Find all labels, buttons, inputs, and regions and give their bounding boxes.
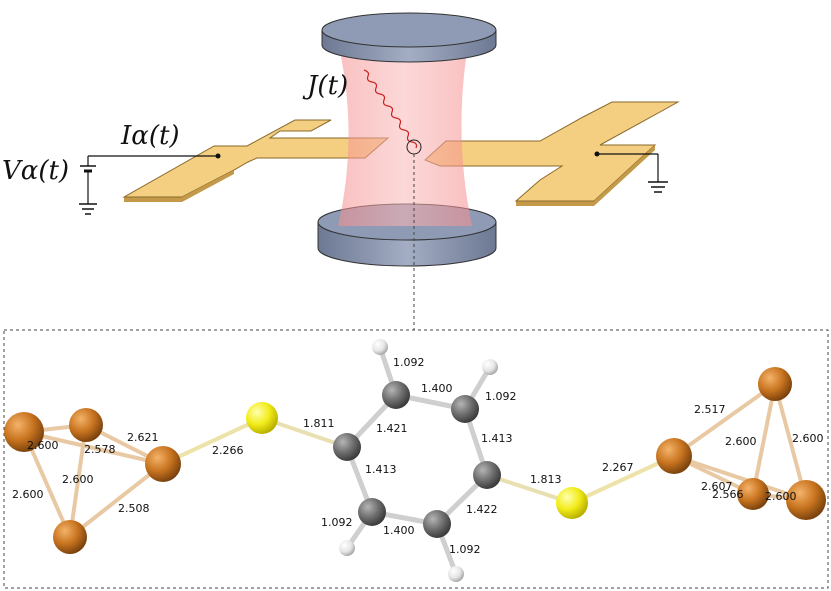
ground-icon — [594, 151, 668, 193]
hydrogen-atom — [372, 339, 388, 355]
bond-length: 1.813 — [530, 473, 562, 486]
copper-atom — [4, 412, 44, 452]
bond-length: 2.607 — [701, 480, 733, 493]
copper-atom — [786, 480, 826, 520]
bond-length: 2.508 — [118, 502, 150, 515]
bond-length: 1.092 — [449, 543, 481, 556]
voltage-source — [79, 153, 221, 215]
carbon-atom — [473, 461, 501, 489]
bond-length: 2.578 — [84, 443, 116, 456]
bond-length: 2.600 — [765, 490, 797, 503]
bond-length: 1.092 — [393, 356, 425, 369]
bond-length: 2.621 — [127, 431, 159, 444]
copper-atom — [737, 478, 769, 510]
bond-length: 1.421 — [376, 422, 408, 435]
photon-wave-icon — [363, 69, 418, 149]
hydrogen-atom — [482, 359, 498, 375]
copper-atom — [758, 367, 792, 401]
copper-atom — [656, 438, 692, 474]
molecule-zoom-box — [3, 329, 829, 589]
bond-length: 2.267 — [602, 461, 634, 474]
bond-length: 2.600 — [792, 432, 824, 445]
hydrogen-atom — [339, 540, 355, 556]
bond-length: 1.413 — [365, 463, 397, 476]
bond-length: 1.413 — [481, 432, 513, 445]
carbon-atom — [333, 433, 361, 461]
bond-length: 1.092 — [321, 516, 353, 529]
current-label: Iα(t) — [120, 121, 180, 151]
bond-length: 1.400 — [383, 524, 415, 537]
bond-length: 2.266 — [212, 444, 244, 457]
carbon-atom — [451, 395, 479, 423]
bond-length: 2.566 — [712, 488, 744, 501]
hydrogen-atom — [448, 566, 464, 582]
coupling-label: J(t) — [302, 71, 348, 101]
copper-atom — [69, 408, 103, 442]
copper-atom — [145, 446, 181, 482]
bond-length: 1.400 — [421, 382, 453, 395]
sulfur-atom — [556, 487, 588, 519]
bond-length: 2.600 — [725, 435, 757, 448]
left-electrode — [122, 119, 390, 202]
bond-length: 2.600 — [27, 439, 59, 452]
right-electrode — [424, 101, 680, 206]
carbon-atom — [382, 381, 410, 409]
sulfur-atom — [246, 402, 278, 434]
bond-length: 1.092 — [485, 390, 517, 403]
cavity-top-plate — [321, 12, 497, 63]
bond-length: 1.811 — [303, 417, 335, 430]
voltage-label: Vα(t) — [2, 156, 69, 186]
molecule-atoms — [4, 339, 826, 582]
copper-atom — [53, 520, 87, 554]
bond-length: 1.422 — [466, 503, 498, 516]
bond-length: 2.600 — [62, 473, 94, 486]
carbon-atom — [423, 510, 451, 538]
device-schematic: J(t) Iα(t) Vα(t) — [2, 12, 680, 330]
bond-length: 2.600 — [12, 488, 44, 501]
bond-length: 2.517 — [694, 403, 726, 416]
bond-length-labels: 2.600 2.578 2.621 2.600 2.600 2.508 2.26… — [12, 356, 824, 556]
carbon-atom — [358, 498, 386, 526]
